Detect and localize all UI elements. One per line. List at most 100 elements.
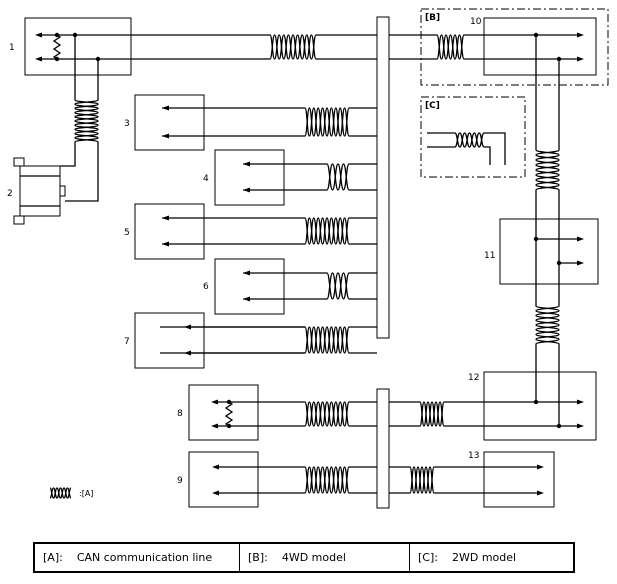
arrow-head (537, 464, 544, 470)
component-1-label: 1 (9, 43, 15, 53)
junction-dot (54, 56, 60, 62)
arrow-head (184, 350, 191, 356)
twisted-pair-strand (419, 401, 445, 427)
component-1-box (24, 17, 132, 76)
wire-segment-36 (484, 132, 506, 165)
arrow-head (211, 423, 218, 429)
twisted-pair-strand (436, 34, 465, 60)
wire-segment-6 (60, 142, 76, 167)
component-10-label: 10 (470, 17, 482, 27)
component-12-label: 12 (468, 373, 479, 383)
component-9-label: 9 (177, 476, 183, 486)
arrow-head (577, 32, 584, 38)
twisted-pair-strand (535, 305, 560, 345)
arrow-head (243, 187, 250, 193)
twisted-pair-strand (304, 466, 350, 494)
arrow-head (212, 464, 219, 470)
twisted-pair-strand (304, 217, 350, 245)
group-b-outline (420, 8, 609, 86)
twisted-pair-strand (409, 466, 435, 494)
legend-text-a: CAN communication line (76, 551, 213, 564)
twisted-pair-strand (535, 305, 560, 345)
junction-dot (226, 399, 232, 405)
legend-table: [A]: CAN communication line [B]: 4WD mod… (33, 542, 575, 573)
twisted-pair-strand (436, 34, 465, 60)
component-4-box (214, 149, 285, 206)
arrow-head (577, 56, 584, 62)
legend-text-b: 4WD model (281, 551, 346, 564)
twisted-pair-strand (409, 466, 435, 494)
key-strand (49, 487, 72, 499)
junction-dot (226, 423, 232, 429)
component-9-box (188, 451, 259, 508)
twisted-pair-strand (326, 272, 350, 300)
component-13-label: 13 (468, 451, 479, 461)
arrow-head (243, 296, 250, 302)
bus-bar-bottom (376, 388, 390, 509)
twisted-pair-strand (304, 217, 350, 245)
junction-dot (556, 423, 562, 429)
legend-cell-a: [A]: CAN communication line (35, 544, 240, 571)
twisted-pair-strand (304, 107, 350, 137)
arrow-head (35, 32, 42, 38)
component-8-label: 8 (177, 409, 183, 419)
junction-dot (533, 399, 539, 405)
bus-bar-top (376, 16, 390, 339)
arrow-head (162, 215, 169, 221)
twisted-pair-strand (535, 149, 560, 191)
component-2-connector (13, 157, 66, 225)
twisted-pair-strand (304, 107, 350, 137)
twisted-pair-strand (326, 163, 350, 191)
component-13-box (483, 451, 555, 508)
twisted-pair-strand (326, 163, 350, 191)
legend-cell-c: [C]: 2WD model (410, 544, 573, 571)
junction-dot (54, 32, 60, 38)
arrow-head (577, 260, 584, 266)
component-5-label: 5 (124, 228, 130, 238)
arrow-head (162, 241, 169, 247)
terminating-resistor (224, 401, 234, 427)
arrow-head (35, 56, 42, 62)
component-10-box (483, 17, 597, 76)
arrow-head (577, 236, 584, 242)
twisted-pair-strand (269, 34, 317, 60)
legend-key-c: [C]: (418, 551, 438, 564)
component-5-box (134, 203, 205, 260)
twisted-pair-strand (304, 401, 350, 427)
arrow-head (537, 490, 544, 496)
twisted-pair-strand (454, 132, 485, 148)
arrow-head (211, 399, 218, 405)
component-7-box (134, 312, 205, 369)
component-2-label: 2 (7, 189, 13, 199)
wire-segment-37 (484, 146, 491, 165)
twisted-pair-strand (454, 132, 485, 148)
twisted-pair-strand (304, 326, 350, 354)
arrow-head (243, 161, 250, 167)
arrow-head (243, 270, 250, 276)
legend-key-b: [B]: (248, 551, 268, 564)
wire-layer (35, 32, 584, 496)
twisted-pair-strand (535, 149, 560, 191)
component-8-box (188, 384, 259, 441)
component-3-box (134, 94, 205, 151)
twisted-pair-strand (304, 401, 350, 427)
component-11-box (499, 218, 599, 285)
twisted-pair-key-label: :[A] (79, 489, 93, 498)
arrow-head (162, 105, 169, 111)
component-6-label: 6 (203, 282, 209, 292)
arrow-head (577, 399, 584, 405)
wire-segment-7 (65, 142, 99, 202)
twisted-pair-strand (304, 466, 350, 494)
arrow-head (184, 324, 191, 330)
twisted-pair-strand (419, 401, 445, 427)
twisted-pair-strand (74, 99, 99, 143)
twisted-pair-strand (326, 272, 350, 300)
group-c-label: [C] (425, 101, 440, 111)
twisted-pair-key-symbol (49, 487, 72, 499)
terminating-resistor (52, 34, 62, 60)
component-11-label: 11 (484, 251, 495, 261)
arrow-head (577, 423, 584, 429)
legend-text-c: 2WD model (451, 551, 517, 564)
arrow-head (212, 490, 219, 496)
